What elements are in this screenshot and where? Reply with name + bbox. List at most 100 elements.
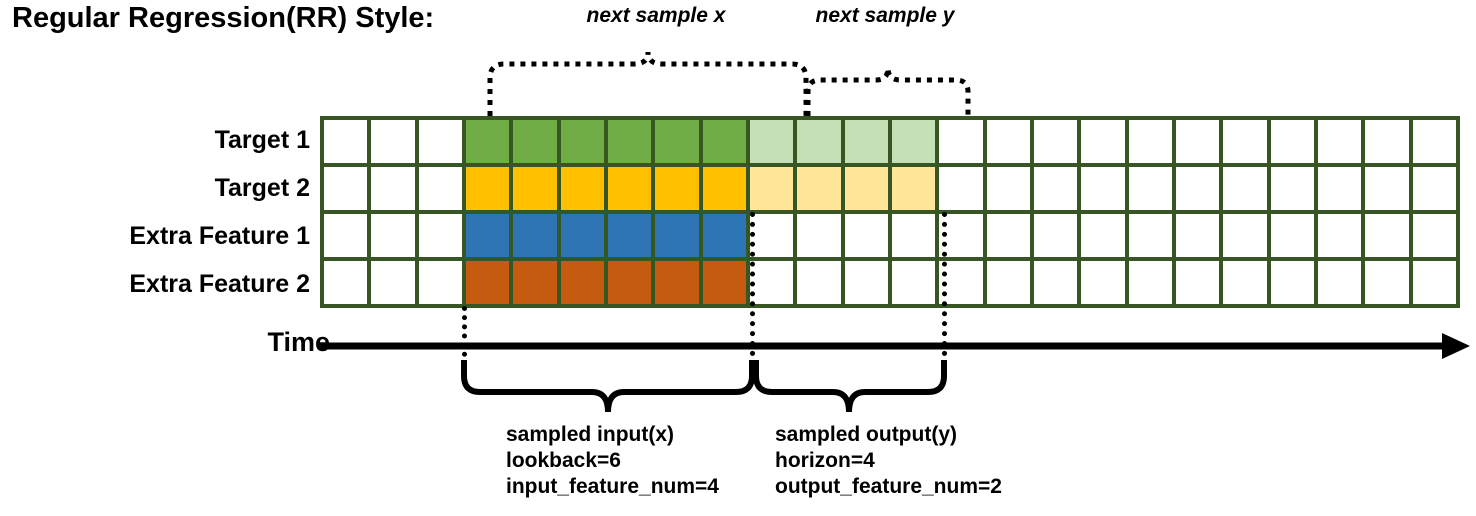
grid-cell-r2-c10 xyxy=(749,167,794,210)
grid-cell-r1-c5 xyxy=(513,120,557,163)
grid-cell-r1-c8 xyxy=(655,120,699,163)
grid-cell-r4-c16 xyxy=(1033,261,1078,304)
grid-cell-r3-c24 xyxy=(1412,214,1456,257)
grid-cell-r1-c1 xyxy=(324,120,368,163)
grid-cell-r3-c8 xyxy=(655,214,699,257)
grid-cell-r1-c2 xyxy=(371,120,415,163)
grid-cell-r3-c11 xyxy=(797,214,841,257)
grid-cell-r2-c2 xyxy=(371,167,415,210)
grid-cell-r3-c16 xyxy=(1033,214,1078,257)
grid-cell-r4-c13 xyxy=(891,261,936,304)
grid-cell-r1-c21 xyxy=(1270,120,1314,163)
grid-cell-r3-c7 xyxy=(607,214,652,257)
grid-cell-r3-c6 xyxy=(560,214,604,257)
grid-cell-r1-c13 xyxy=(891,120,936,163)
grid-cell-r2-c11 xyxy=(797,167,841,210)
sampled-output-line-2: horizon=4 xyxy=(775,449,875,472)
sampled-input-line-3: input_feature_num=4 xyxy=(506,475,719,498)
grid-cell-r1-c11 xyxy=(797,120,841,163)
row-label-extra-feature-1: Extra Feature 1 xyxy=(129,222,310,250)
brace-sampled-input xyxy=(461,360,755,413)
grid-cell-r2-c5 xyxy=(513,167,557,210)
grid-cell-r1-c6 xyxy=(560,120,604,163)
grid-cell-r3-c19 xyxy=(1175,214,1220,257)
grid-cell-r2-c4 xyxy=(465,167,510,210)
grid-cell-r2-c24 xyxy=(1412,167,1456,210)
grid-cell-r3-c3 xyxy=(418,214,462,257)
grid-cell-r2-c13 xyxy=(891,167,936,210)
sampled-input-caption: sampled input(x) lookback=6 input_featur… xyxy=(506,422,719,500)
grid-cell-r1-c3 xyxy=(418,120,462,163)
grid-cell-r4-c12 xyxy=(844,261,888,304)
grid-cell-r3-c15 xyxy=(986,214,1030,257)
grid-cell-r3-c5 xyxy=(513,214,557,257)
grid-cell-r2-c15 xyxy=(986,167,1030,210)
grid-cell-r1-c9 xyxy=(702,120,746,163)
grid-cell-r4-c19 xyxy=(1175,261,1220,304)
grid-cell-r2-c17 xyxy=(1081,167,1125,210)
grid-cell-r1-c12 xyxy=(844,120,888,163)
grid-cell-r1-c19 xyxy=(1175,120,1220,163)
grid-cell-r2-c20 xyxy=(1223,167,1267,210)
sampled-output-line-3: output_feature_num=2 xyxy=(775,475,1002,498)
brace-next-sample-y xyxy=(805,67,971,116)
grid-cell-r2-c3 xyxy=(418,167,462,210)
grid-cell-r1-c24 xyxy=(1412,120,1456,163)
grid-cell-r1-c16 xyxy=(1033,120,1078,163)
grid-cell-r4-c23 xyxy=(1365,261,1409,304)
grid-cell-r3-c22 xyxy=(1317,214,1362,257)
grid-cell-r3-c13 xyxy=(891,214,936,257)
grid-cell-r3-c1 xyxy=(324,214,368,257)
sampled-output-caption: sampled output(y) horizon=4 output_featu… xyxy=(775,422,1002,500)
grid-cell-r4-c17 xyxy=(1081,261,1125,304)
grid-cell-r2-c22 xyxy=(1317,167,1362,210)
row-label-extra-feature-2: Extra Feature 2 xyxy=(129,270,310,298)
grid-cell-r3-c10 xyxy=(749,214,794,257)
grid-cell-r3-c21 xyxy=(1270,214,1314,257)
grid-cell-r2-c12 xyxy=(844,167,888,210)
grid-cell-r2-c23 xyxy=(1365,167,1409,210)
grid-cell-r3-c20 xyxy=(1223,214,1267,257)
grid-cell-r2-c18 xyxy=(1128,167,1172,210)
grid-cell-r4-c2 xyxy=(371,261,415,304)
sampled-output-line-1: sampled output(y) xyxy=(775,423,957,446)
grid-cell-r4-c9 xyxy=(702,261,746,304)
row-label-group: Target 1 Target 2 Extra Feature 1 Extra … xyxy=(30,116,310,308)
grid-cell-r3-c9 xyxy=(702,214,746,257)
grid-cell-r2-c1 xyxy=(324,167,368,210)
grid-cell-r2-c6 xyxy=(560,167,604,210)
grid-cell-r1-c17 xyxy=(1081,120,1125,163)
timeseries-grid xyxy=(320,116,1460,308)
grid-cell-r4-c4 xyxy=(465,261,510,304)
sampled-input-line-1: sampled input(x) xyxy=(506,423,675,446)
grid-cell-r2-c21 xyxy=(1270,167,1314,210)
grid-cell-r2-c19 xyxy=(1175,167,1220,210)
row-label-target-1: Target 1 xyxy=(214,126,310,154)
grid-cell-r4-c24 xyxy=(1412,261,1456,304)
grid-cell-r4-c15 xyxy=(986,261,1030,304)
guide-line-output-end xyxy=(942,212,947,366)
grid-cell-r1-c15 xyxy=(986,120,1030,163)
grid-cell-r3-c4 xyxy=(465,214,510,257)
grid-cell-r1-c20 xyxy=(1223,120,1267,163)
grid-cell-r2-c8 xyxy=(655,167,699,210)
grid-cell-r3-c17 xyxy=(1081,214,1125,257)
grid-cell-r4-c1 xyxy=(324,261,368,304)
grid-cell-r4-c22 xyxy=(1317,261,1362,304)
grid-cell-r2-c7 xyxy=(607,167,652,210)
grid-cell-r1-c18 xyxy=(1128,120,1172,163)
grid-cell-r1-c22 xyxy=(1317,120,1362,163)
grid-cell-r2-c16 xyxy=(1033,167,1078,210)
grid-cell-r4-c18 xyxy=(1128,261,1172,304)
grid-cell-r3-c2 xyxy=(371,214,415,257)
grid-cell-r1-c7 xyxy=(607,120,652,163)
grid-cell-r4-c20 xyxy=(1223,261,1267,304)
time-axis-label: Time xyxy=(267,327,330,357)
guide-line-input-end xyxy=(750,212,755,366)
grid-cell-r3-c23 xyxy=(1365,214,1409,257)
page-title: Regular Regression(RR) Style: xyxy=(12,2,435,34)
next-sample-y-label: next sample y xyxy=(815,4,955,27)
grid-cell-r1-c4 xyxy=(465,120,510,163)
grid-cell-r4-c7 xyxy=(607,261,652,304)
guide-line-input-start xyxy=(462,306,467,366)
